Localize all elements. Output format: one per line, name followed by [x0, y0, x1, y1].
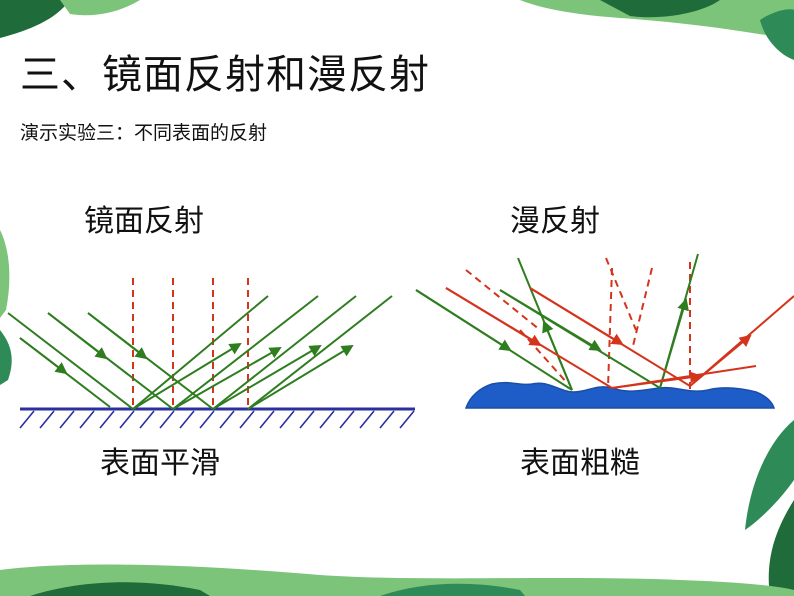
- normal-line: [465, 269, 541, 331]
- diffuse-red-reflected-rays: [611, 295, 794, 389]
- normal-line: [607, 267, 613, 389]
- diffuse-normals: [465, 257, 691, 390]
- normal-line: [519, 329, 569, 385]
- incident-ray: [7, 312, 134, 410]
- slide-title: 三、镜面反射和漫反射: [20, 52, 430, 98]
- reflected-ray: [132, 295, 269, 410]
- mirror-reflection-heading: 镜面反射: [84, 204, 204, 239]
- reflected-ray: [172, 295, 319, 410]
- leaf-right-side: [745, 420, 794, 596]
- diffuse-reflection-heading: 漫反射: [510, 204, 600, 239]
- reflected-ray: [212, 295, 357, 410]
- slide-subtitle: 演示实验三：不同表面的反射: [20, 122, 268, 144]
- smooth-surface-caption: 表面平滑: [100, 446, 220, 481]
- leaf-left-side: [0, 230, 12, 385]
- leaf-bottom: [0, 564, 794, 596]
- rough-surface-caption: 表面粗糙: [520, 446, 640, 481]
- leaf-top-right: [520, 0, 794, 60]
- diffuse-red-incident-rays: [445, 287, 691, 389]
- leaf-top-left: [0, 0, 140, 38]
- reflected-rays: [132, 295, 393, 410]
- normal-line: [631, 267, 653, 351]
- reflected-ray: [247, 295, 393, 410]
- diffuse-incident-rays: [415, 289, 661, 391]
- surface-hatching: [19, 410, 415, 429]
